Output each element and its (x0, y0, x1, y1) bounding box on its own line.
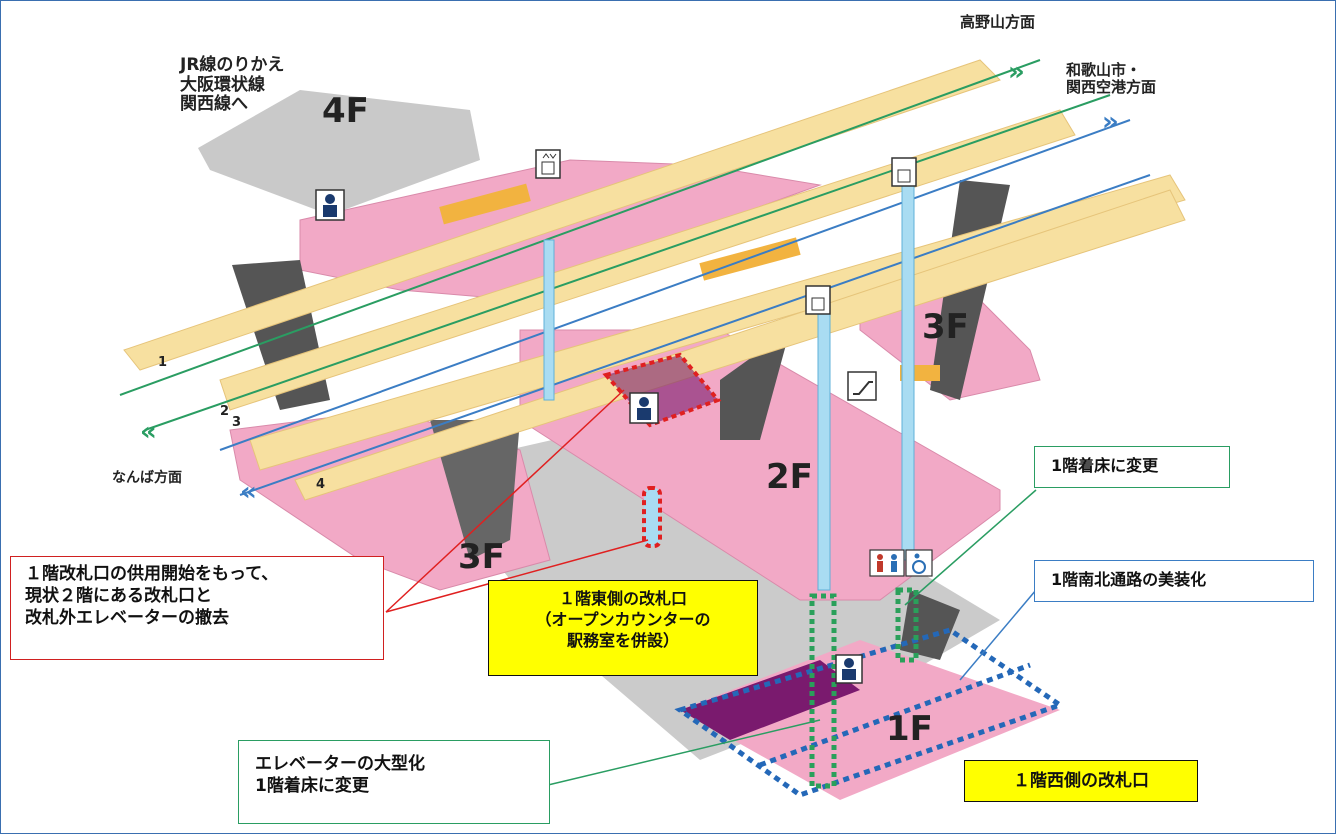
arrow-koyasan: » (1008, 57, 1025, 87)
elevator-icon (805, 285, 831, 315)
track-green-lower (144, 94, 1111, 431)
jr-transfer-label: JR線のりかえ 大阪環状線 関西線へ (180, 55, 285, 115)
leader-floor-change (904, 489, 1037, 606)
leader-removal-1 (385, 389, 625, 613)
callout-west-gate: １階西側の改札口 (964, 760, 1198, 802)
direction-wakayama: 和歌山市・ 関西空港方面 (1066, 61, 1157, 97)
platform-number-2: 2 (220, 404, 230, 419)
elevator-icon (891, 157, 917, 187)
elevator-shaft-mid (817, 304, 831, 591)
jr-concourse-4f (198, 90, 480, 215)
toilet-icon (869, 549, 905, 577)
floor-label-2f: 2F (766, 457, 813, 497)
callout-floor-change: 1階着床に変更 (1034, 446, 1230, 488)
floor-label-4f: 4F (322, 91, 369, 131)
callout-removal: １階改札口の供用開始をもって、 現状２階にある改札口と 改札外エレベーターの撤去 (10, 556, 384, 660)
leader-north-south (959, 589, 1037, 681)
platform-number-3: 3 (232, 415, 242, 430)
arrow-namba-blue: « (240, 477, 257, 507)
station-staff-icon (835, 654, 863, 684)
direction-koyasan: 高野山方面 (960, 13, 1036, 31)
floor-label-3f-right: 3F (922, 307, 969, 347)
leader-elevator (547, 719, 821, 786)
callout-east-gate: １階東側の改札口 （オープンカウンターの 駅務室を併設） (488, 580, 758, 676)
elevator-1f-dotted-mid (809, 593, 837, 789)
direction-namba: なんば方面 (112, 470, 182, 486)
callout-elevator: エレベーターの大型化 1階着床に変更 (238, 740, 550, 824)
elevator-shaft-left (543, 239, 555, 401)
station-staff-icon (629, 392, 659, 424)
platform-1 (123, 59, 1001, 371)
elevator-icon (535, 149, 561, 179)
removed-elevator-red-dotted (642, 486, 662, 548)
platform-2-3 (219, 109, 1076, 411)
platform-number-1: 1 (158, 355, 168, 370)
track-green-upper (119, 59, 1041, 396)
floor-label-3f-left: 3F (458, 537, 505, 577)
passage-divider-dotted (759, 662, 1031, 768)
leader-removal-2 (385, 539, 649, 613)
arrow-wakayama: » (1102, 107, 1119, 137)
callout-north-south: 1階南北通路の美装化 (1034, 560, 1314, 602)
track-blue-upper (219, 119, 1131, 451)
track-blue-lower (239, 174, 1151, 496)
station-staff-icon (315, 189, 345, 221)
removed-gate-red-dotted (602, 352, 722, 428)
platform-number-4: 4 (316, 477, 326, 492)
wheelchair-icon (905, 549, 933, 577)
platform-3 (249, 174, 1186, 471)
elevator-1f-dotted-right (895, 587, 919, 663)
platform-4 (294, 189, 1186, 501)
stairs-2f (720, 330, 790, 440)
escalator-icon (847, 371, 877, 401)
elevator-shaft-right (901, 184, 915, 561)
east-gate-purple (680, 660, 860, 740)
platform-shelter-1 (439, 183, 531, 225)
stairs-mid (430, 420, 520, 560)
arrow-namba-green: « (140, 417, 157, 447)
floor-label-1f: 1F (886, 709, 933, 749)
